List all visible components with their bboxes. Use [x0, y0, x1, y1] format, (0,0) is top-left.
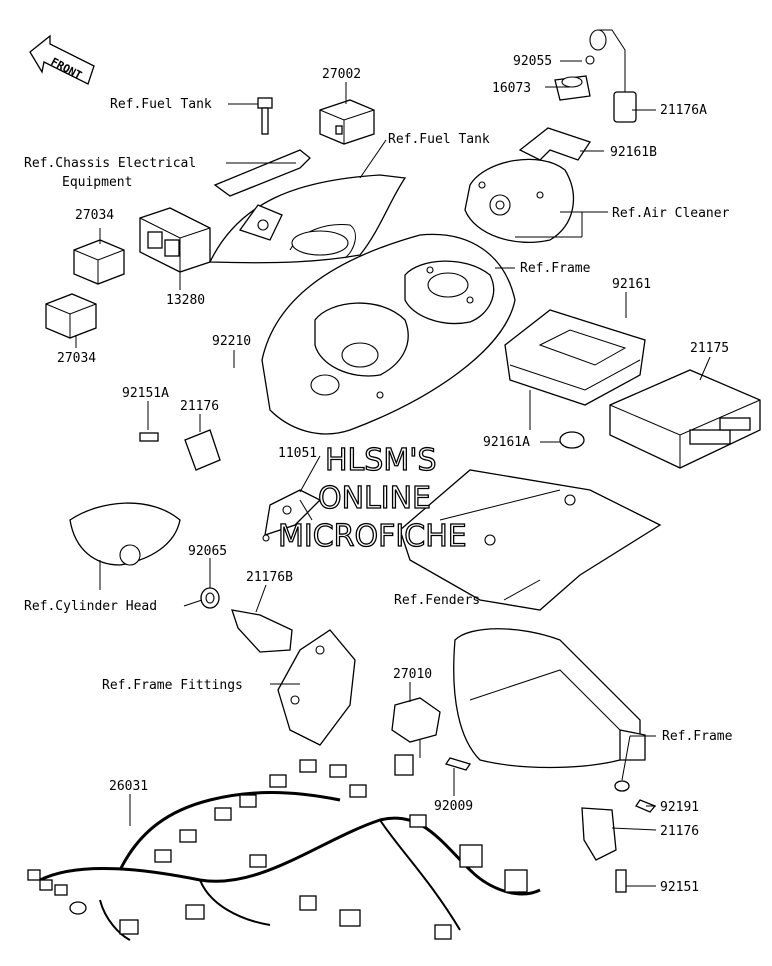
watermark-line1: HLSM'S [325, 443, 437, 478]
watermark: HLSM'S ONLINE MICROFICHE [277, 442, 467, 554]
label-11051: 11051 [278, 446, 317, 461]
leader-lines [75, 60, 711, 887]
label-27010: 27010 [393, 667, 432, 682]
label-92161: 92161 [612, 277, 651, 292]
label-92055: 92055 [513, 54, 552, 69]
part-labels: 27002 92055 16073 21176A 92161B 27034 13… [57, 54, 729, 895]
label-92161A: 92161A [483, 435, 530, 450]
ref-air-cleaner: Ref.Air Cleaner [612, 206, 730, 221]
bracket-11051-part [262, 489, 322, 542]
ref-frame-lower: Ref.Frame [662, 729, 733, 744]
sensor-21176-upper-part [139, 429, 221, 471]
label-16073: 16073 [492, 81, 531, 96]
label-21175: 21175 [690, 341, 729, 356]
relay-27034-lower-part [45, 293, 97, 339]
ref-frame-fittings: Ref.Frame Fittings [102, 678, 243, 693]
relay-27002-part [319, 99, 375, 145]
ecu-tray-92161-part [504, 309, 646, 406]
label-21176A: 21176A [660, 103, 707, 118]
ref-chassis-equipment: Equipment [62, 175, 132, 190]
bracket-part [213, 97, 311, 241]
label-92161B: 92161B [610, 145, 657, 160]
ref-chassis-electrical: Ref.Chassis Electrical [24, 156, 196, 171]
label-92009: 92009 [434, 799, 473, 814]
label-13280: 13280 [166, 293, 205, 308]
label-26031: 26031 [109, 779, 148, 794]
watermark-line2: ONLINE [318, 481, 431, 516]
sensor-21176-lower-part [581, 780, 657, 893]
ref-fuel-tank-right: Ref.Fuel Tank [388, 132, 490, 147]
frame-fittings-bracket-part [277, 629, 356, 746]
wiring-harness-26031-part [27, 759, 541, 941]
label-27002: 27002 [322, 67, 361, 82]
label-27034-lower: 27034 [57, 351, 96, 366]
front-arrow-icon: FRONT [29, 34, 95, 85]
label-92151: 92151 [660, 880, 699, 895]
sensor-21176A-part [585, 29, 637, 123]
screw-92009-part [444, 757, 472, 771]
air-cleaner-part [464, 75, 592, 243]
fender-panel-part [399, 469, 662, 611]
frame-part [261, 233, 516, 435]
label-27034-upper: 27034 [75, 208, 114, 223]
watermark-line3: MICROFICHE [278, 519, 467, 554]
relay-holder-13280-part [139, 207, 211, 273]
relay-27034-upper-part [73, 239, 125, 285]
washer-92065-part [200, 587, 220, 609]
grommet-92161A-part [559, 431, 585, 449]
label-21176B: 21176B [246, 570, 293, 585]
ecu-21175-part [609, 369, 761, 469]
frame-rail-part [453, 628, 646, 769]
reference-labels: Ref.Fuel Tank Ref.Chassis Electrical Equ… [24, 97, 733, 744]
label-21176-lower: 21176 [660, 824, 699, 839]
ref-cylinder-head: Ref.Cylinder Head [24, 599, 157, 614]
fuel-tank-shell [208, 174, 407, 264]
label-92151A: 92151A [122, 386, 169, 401]
ref-frame-upper: Ref.Frame [520, 261, 591, 276]
ref-fenders: Ref.Fenders [394, 593, 480, 608]
label-21176-upper: 21176 [180, 399, 219, 414]
label-92210: 92210 [212, 334, 251, 349]
label-92065: 92065 [188, 544, 227, 559]
cylinder-head-part [69, 502, 181, 566]
ref-fuel-tank-left: Ref.Fuel Tank [110, 97, 212, 112]
relay-27010-part [391, 697, 441, 776]
label-92191: 92191 [660, 800, 699, 815]
sensor-21176B-part [231, 609, 293, 653]
